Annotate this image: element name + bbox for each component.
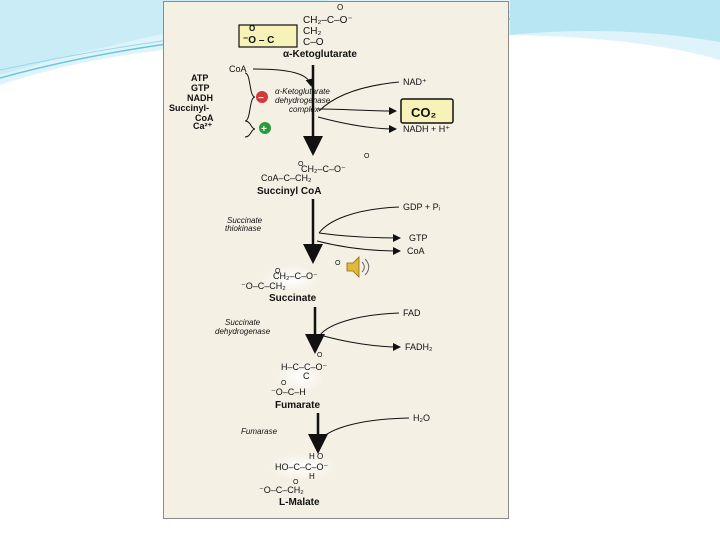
malate-molecule: H O HO–C–C–O⁻ H O ⁻O–C–CH₂ L-Malate (259, 452, 337, 508)
sucoa-o-top: O (298, 161, 304, 168)
step1-enzyme-line2: dehydrogenase (275, 96, 331, 105)
akg-line2: CH₂ (303, 26, 321, 37)
akg-line1: CH₂–C–O⁻ (303, 15, 353, 26)
step1-coa-input: CoA (229, 64, 247, 74)
step3-succinate-dehydrogenase: Succinate dehydrogenase FAD FADH₂ (215, 307, 433, 354)
akg-name: α-Ketoglutarate (283, 49, 357, 60)
inhibitor-brace (244, 72, 256, 122)
succinate-o-top2: O (335, 260, 341, 267)
malate-line1: HO–C–C–O⁻ (275, 462, 329, 472)
malate-h: H (309, 472, 315, 481)
alpha-ketoglutarate-molecule: O CH₂–C–O⁻ CH₂ O ⁻O – C C–O α-Ketoglutar… (238, 3, 357, 60)
step3-enzyme-line2: dehydrogenase (215, 327, 271, 336)
speaker-icon[interactable] (346, 256, 370, 278)
succinyl-coa-molecule: O O CH₂–C–O⁻ CoA–C–CH₂ Succinyl CoA (257, 153, 370, 197)
inhibitor-atp: ATP (191, 73, 208, 83)
fumarate-molecule: O H–C–C–O⁻ C O ⁻O–C–H Fumarate (271, 352, 328, 411)
inhibitor-nadh: NADH (187, 93, 213, 103)
step2-coa-output: CoA (407, 246, 425, 256)
fumarate-line1: H–C–C–O⁻ (281, 362, 328, 372)
step1-enzyme-line3: complex (289, 105, 320, 114)
malate-top: H O (309, 452, 323, 461)
step1-enzyme-line1: α-Ketoglutarate (275, 87, 330, 96)
plus-sign: + (261, 124, 267, 135)
inhibition-minus-icon (256, 91, 268, 103)
akg-line3: C–O (303, 37, 324, 48)
minus-sign: − (258, 93, 264, 104)
inhibitor-gtp: GTP (191, 83, 210, 93)
fumarate-line2: C (303, 371, 310, 381)
fumarate-name: Fumarate (275, 400, 320, 411)
succinate-o-top: O (275, 268, 281, 275)
malate-o-mid: O (293, 479, 299, 486)
succinate-molecule: O O CH₂–C–O⁻ ⁻O–C–CH₂ Succinate (241, 260, 341, 304)
succinate-line2: ⁻O–C–CH₂ (241, 281, 286, 291)
succinate-name: Succinate (269, 293, 317, 304)
sucoa-o-top2: O (364, 153, 370, 160)
malate-name: L-Malate (279, 497, 320, 508)
akg-carbonyl-o: O (337, 3, 343, 12)
step1-nadh-h-plus: NADH + H⁺ (403, 124, 450, 134)
step1-co2-product: CO₂ (411, 105, 437, 120)
citric-acid-cycle-diagram: O CH₂–C–O⁻ CH₂ O ⁻O – C C–O α-Ketoglutar… (169, 3, 454, 508)
inhibitor-coa: CoA (195, 113, 214, 123)
fumarate-o-top: O (317, 352, 323, 359)
fumarate-o-mid: O (281, 380, 287, 387)
fumarate-line3: ⁻O–C–H (271, 387, 306, 397)
step2-enzyme-line2: thiokinase (225, 224, 262, 233)
step1-nad-plus: NAD⁺ (403, 77, 427, 87)
step3-fadh2-output: FADH₂ (405, 342, 433, 352)
activation-plus-icon (259, 122, 271, 134)
step2-gdp-pi: GDP + Pᵢ (403, 202, 440, 212)
succinyl-coa-name: Succinyl CoA (257, 186, 321, 197)
step2-enzyme-line1: Succinate (227, 216, 263, 225)
step3-enzyme-line1: Succinate (225, 318, 261, 327)
inhibitor-succinyl: Succinyl- (169, 103, 209, 113)
step3-fad-input: FAD (403, 308, 421, 318)
sucoa-line1: CH₂–C–O⁻ (301, 164, 346, 174)
step4-fumarase: Fumarase H₂O (241, 413, 430, 454)
akg-boxed-group (238, 24, 298, 48)
sucoa-line2: CoA–C–CH₂ (261, 173, 312, 183)
akg-boxed-o: O (249, 24, 255, 33)
activator-calcium: Ca²⁺ (193, 121, 213, 131)
akg-boxed-carboxylate: ⁻O – C (243, 35, 274, 46)
step2-succinate-thiokinase: Succinate thiokinase GDP + Pᵢ GTP CoA (225, 199, 440, 264)
step4-enzyme: Fumarase (241, 427, 278, 436)
step4-water-input: H₂O (413, 413, 430, 423)
step2-gtp-output: GTP (409, 233, 428, 243)
activator-brace (244, 120, 256, 138)
succinate-line1: CH₂–C–O⁻ (273, 271, 318, 281)
malate-line3: ⁻O–C–CH₂ (259, 485, 304, 495)
co2-box (400, 98, 454, 124)
step1-alpha-ketoglutarate-dehydrogenase: CoA NAD⁺ α-Ketoglutarate dehydrogenase c… (169, 64, 454, 156)
figure-panel (163, 1, 509, 519)
